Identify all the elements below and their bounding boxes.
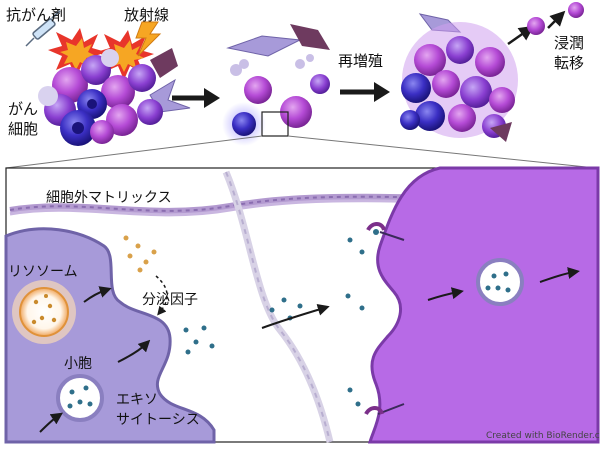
invading-cell — [527, 17, 545, 35]
credit-text: Created with BioRender.com — [486, 431, 600, 441]
arrow-icon — [507, 10, 566, 46]
exocytosis-dots — [183, 325, 215, 355]
internalized-vesicle — [476, 258, 524, 306]
label-invasion-1: 浸潤 — [554, 34, 584, 52]
label-exocytosis-1: エキソ — [116, 392, 158, 408]
label-exocytosis-2: サイトーシス — [116, 412, 200, 428]
free-secreted-dots — [269, 237, 365, 407]
surviving-cells — [222, 13, 462, 146]
label-ecm: 細胞外マトリックス — [46, 190, 172, 206]
label-invasion-2: 転移 — [554, 54, 584, 72]
zoom-line-right — [287, 135, 597, 169]
label-vesicle: 小胞 — [64, 356, 92, 372]
syringe-icon — [25, 10, 61, 47]
arrow-icon — [172, 88, 220, 108]
label-anticancer: 抗がん剤 — [6, 6, 66, 24]
zoom-box — [261, 111, 289, 137]
arrow-icon — [83, 286, 112, 303]
arrow-icon — [117, 339, 151, 363]
label-secreted-factor: 分泌因子 — [142, 292, 198, 308]
zoom-line-left — [5, 135, 263, 169]
label-cancer-cell-2: 細胞 — [8, 120, 38, 138]
arrow-icon — [39, 412, 63, 433]
recipient-cell — [368, 166, 600, 444]
label-radiation: 放射線 — [124, 6, 169, 24]
dashed-arrow — [155, 275, 168, 316]
vesicle — [56, 374, 104, 422]
regrown-tumor — [400, 22, 518, 142]
arrow-icon — [427, 267, 580, 301]
label-cancer-cell-1: がん — [8, 100, 38, 118]
label-lysosome: リソソーム — [8, 264, 78, 280]
label-regrowth: 再増殖 — [338, 52, 383, 70]
arrow-icon — [340, 82, 390, 102]
arrow-icon — [261, 303, 330, 329]
lightning-icon — [135, 21, 162, 57]
ecm-fiber-diagonal — [222, 170, 334, 443]
cancer-cell-cluster-initial — [38, 48, 191, 146]
receptor — [366, 222, 405, 241]
invading-cell — [568, 2, 584, 18]
lysosome — [12, 280, 76, 344]
lysosome-secretion — [123, 235, 157, 273]
receptor — [364, 403, 405, 416]
